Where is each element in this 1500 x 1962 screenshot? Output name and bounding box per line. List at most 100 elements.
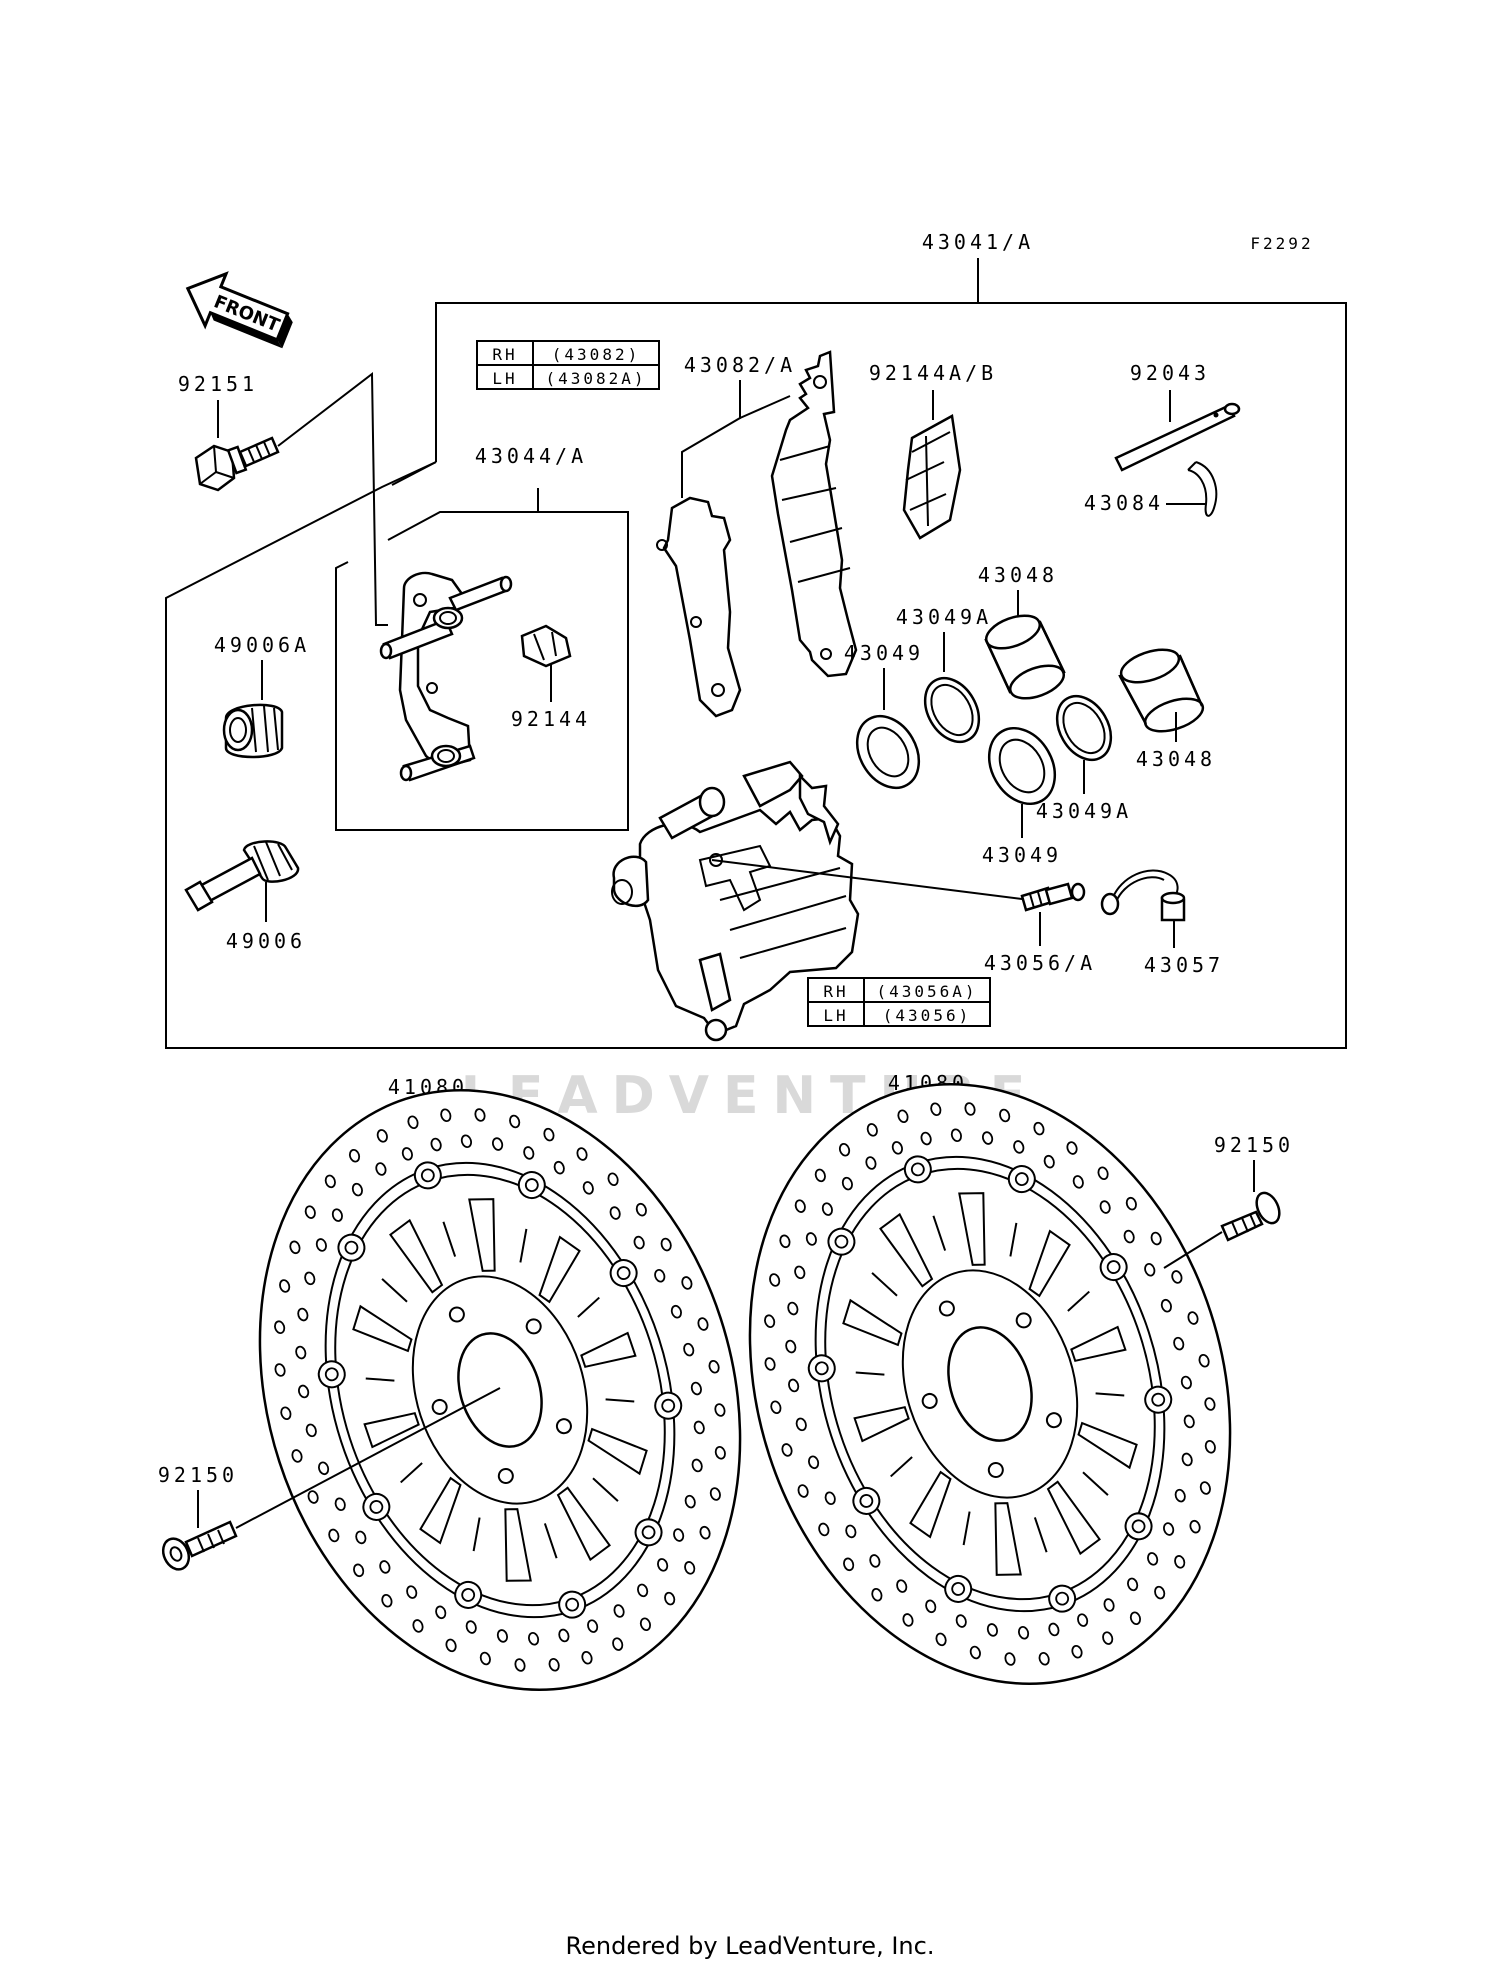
disc-vent-hole [841, 1176, 853, 1191]
disc-carrier-slot [994, 1502, 1022, 1576]
disc-carrier-slot [538, 1235, 581, 1304]
disc-vent-hole [407, 1115, 419, 1130]
disc-vent-hole [683, 1342, 695, 1357]
label-43048-right: 43048 [1136, 747, 1216, 771]
disc-vent-hole [654, 1268, 666, 1283]
disc-vent-hole [1066, 1141, 1078, 1155]
disc-carrier-slot [958, 1192, 986, 1266]
disc-vent-hole [543, 1127, 555, 1142]
disc-vent-hole [274, 1363, 286, 1377]
bracket-43044 [379, 571, 513, 782]
disc-vent-hole [697, 1317, 709, 1331]
disc-hub-bolt-hole [525, 1318, 542, 1335]
label-49006A: 49006A [214, 633, 310, 657]
disc-vent-hole [492, 1137, 504, 1151]
disc-vent-hole [523, 1146, 535, 1160]
disc-vent-hole [430, 1137, 442, 1152]
disc-vent-hole [1160, 1298, 1172, 1313]
seal-43049-upper [855, 714, 921, 790]
disc-vent-hole [824, 1491, 836, 1506]
disc-carrier-slot [389, 1218, 444, 1294]
disc-vent-hole [935, 1632, 947, 1647]
disc-vent-hole [684, 1494, 696, 1509]
disc-vent-hole [1077, 1613, 1089, 1627]
disc-vent-hole [553, 1160, 565, 1175]
disc-carrier-slot [587, 1427, 648, 1476]
disc-vent-hole [691, 1458, 703, 1473]
seal-43049A-lower [1055, 694, 1113, 762]
disc-vent-hole [1144, 1262, 1156, 1277]
disc-vent-hole [1033, 1121, 1045, 1136]
disc-vent-hole [474, 1108, 486, 1122]
disc-vent-hole [295, 1345, 307, 1360]
disc-vent-hole [1048, 1622, 1060, 1637]
disc-vent-hole [805, 1232, 817, 1246]
disc-vent-hole [1127, 1577, 1139, 1592]
disc-carrier-slot [1028, 1229, 1071, 1298]
disc-vent-hole [353, 1563, 365, 1578]
label-43048-upper: 43048 [978, 563, 1058, 587]
disc-vent-hole [1013, 1140, 1025, 1154]
disc-vent-hole [779, 1234, 791, 1249]
disc-vent-hole [355, 1530, 367, 1545]
disc-vent-hole [785, 1339, 797, 1354]
caliper-table-part-lh: (43056) [883, 1006, 971, 1025]
disc-vent-hole [479, 1651, 491, 1666]
label-43049A-lower: 43049A [1036, 799, 1132, 823]
disc-vent-hole [670, 1304, 682, 1319]
disc-vent-hole [1154, 1585, 1166, 1600]
disc-vent-hole [708, 1359, 720, 1374]
disc-vent-hole [351, 1182, 363, 1197]
disc-vent-hole [576, 1147, 588, 1161]
caliper-table-side-lh: LH [823, 1006, 848, 1025]
disc-vent-hole [435, 1605, 447, 1620]
disc-vent-hole [1183, 1414, 1195, 1429]
disc-vent-hole [714, 1403, 726, 1417]
label-92150-left: 92150 [158, 1463, 238, 1487]
disc-vent-hole [1199, 1481, 1211, 1495]
disc-vent-hole [280, 1406, 292, 1421]
disc-vent-hole [291, 1449, 303, 1463]
disc-vent-hole [582, 1181, 594, 1195]
boot-49006A [222, 703, 284, 759]
label-49006: 49006 [226, 929, 306, 953]
disc-vent-hole [902, 1613, 914, 1627]
label-92151: 92151 [178, 372, 258, 396]
disc-vent-hole [1129, 1611, 1142, 1626]
disc-vent-hole [986, 1623, 998, 1637]
label-43049A-upper: 43049A [896, 605, 992, 629]
label-92144AB: 92144A/B [869, 361, 997, 385]
disc-vent-hole [866, 1123, 878, 1137]
caliper-table: RH (43056A) LH (43056) [807, 977, 991, 1027]
disc-vent-hole [930, 1102, 942, 1117]
disc-vent-hole [982, 1131, 994, 1145]
label-43056A: 43056/A [984, 951, 1096, 975]
disc-vent-hole [1180, 1375, 1192, 1390]
disc-vent-hole [318, 1461, 330, 1476]
label-43041A: 43041/A [922, 230, 1034, 254]
disc-vent-hole [865, 1156, 877, 1170]
disc-vent-hole [797, 1484, 809, 1498]
disc-vent-hole [681, 1276, 693, 1290]
disc-vent-hole [969, 1645, 981, 1660]
disc-vent-hole [684, 1561, 696, 1575]
disc-vent-hole [871, 1587, 883, 1602]
disc-vent-hole [1017, 1625, 1030, 1640]
front-arrow-icon: FRONT [185, 271, 293, 349]
disc-vent-hole [1171, 1270, 1183, 1284]
disc-vent-hole [950, 1128, 963, 1143]
disc-carrier-slot [1046, 1480, 1101, 1556]
bleeder-cap-43057 [1100, 869, 1186, 922]
disc-vent-hole [401, 1147, 413, 1161]
disc-vent-hole [348, 1148, 361, 1163]
pad-table-side-lh: LH [492, 369, 517, 388]
disc-vent-hole [460, 1134, 473, 1149]
disc-vent-hole [1173, 1336, 1185, 1351]
disc-vent-hole [788, 1378, 800, 1393]
label-92144: 92144 [511, 707, 591, 731]
label-43049-upper: 43049 [844, 641, 924, 665]
disc-vent-hole [690, 1381, 702, 1396]
disc-vent-hole [1071, 1644, 1083, 1659]
disc-vent-hole [376, 1129, 388, 1143]
disc-carrier-slot [879, 1212, 934, 1288]
